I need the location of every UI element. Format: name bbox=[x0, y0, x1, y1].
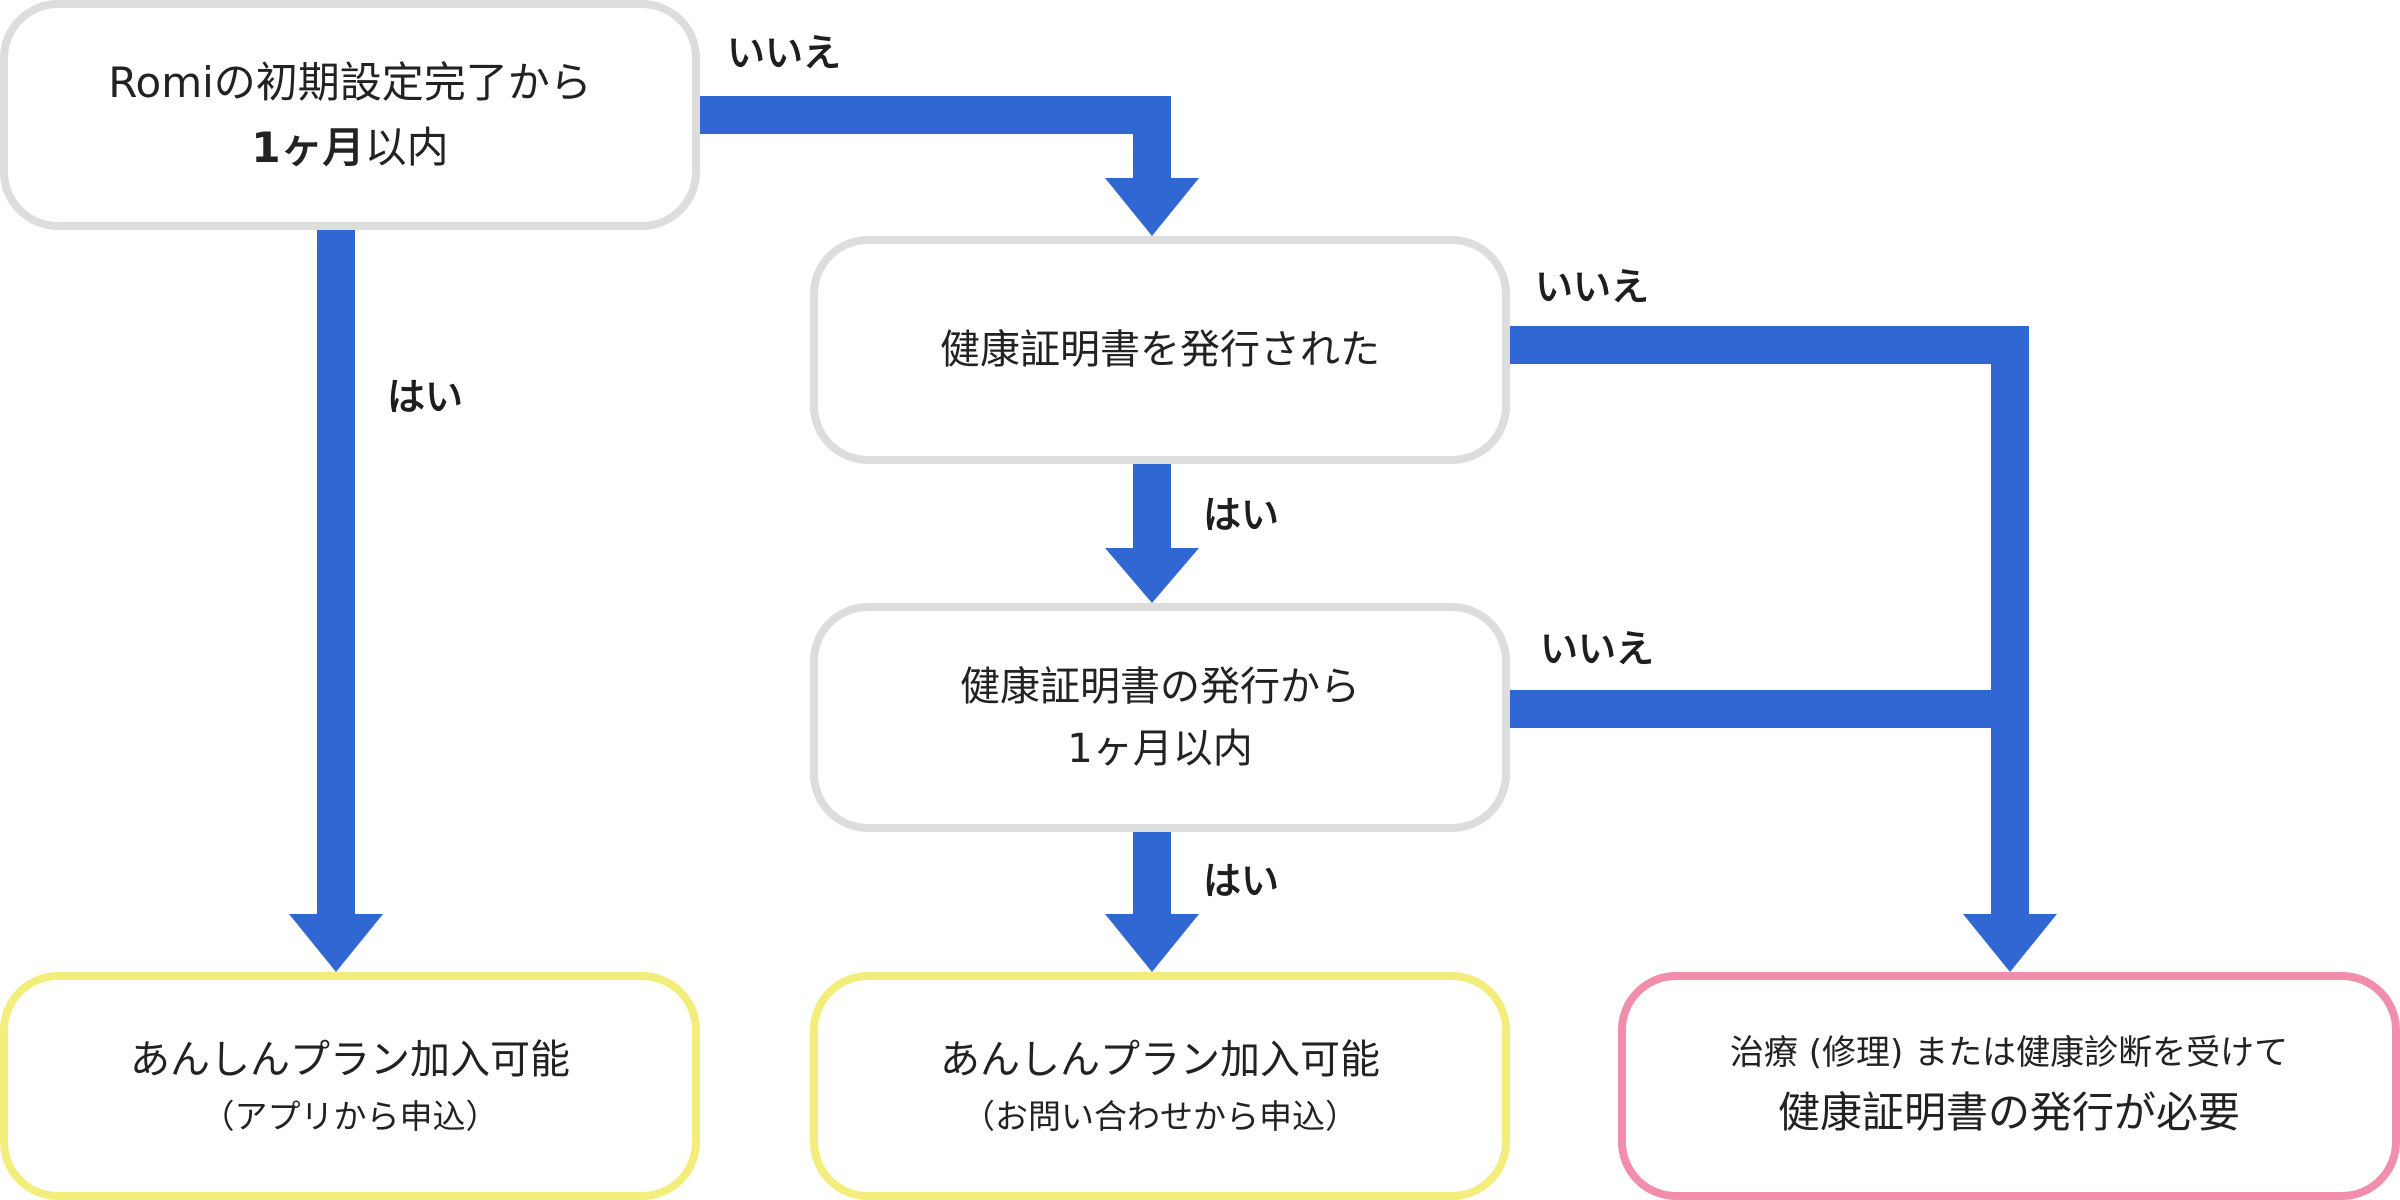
plan-app-result-box: あんしんプラン加入可能 （アプリから申込） bbox=[0, 972, 700, 1200]
label-issued-yes: はい bbox=[1203, 493, 1280, 537]
need-certificate-result-box: 治療 (修理) または健康診断を受けて 健康証明書の発行が必要 bbox=[1618, 972, 2400, 1200]
need-certificate-line2: 健康証明書の発行が必要 bbox=[1777, 1087, 2240, 1137]
start-decision-box: Romiの初期設定完了から 1ヶ月以内 bbox=[0, 0, 700, 230]
start-decision-line2: 1ヶ月以内 bbox=[251, 115, 448, 180]
within-month-line2: 1ヶ月以内 bbox=[1067, 725, 1253, 772]
label-month-no: いいえ bbox=[1540, 627, 1655, 671]
arrow-issued-to-month bbox=[1105, 464, 1199, 603]
certificate-issued-line1: 健康証明書を発行された bbox=[940, 327, 1380, 373]
plan-app-line2: （アプリから申込） bbox=[201, 1097, 499, 1137]
arrow-start-to-issued bbox=[698, 96, 1199, 236]
plan-inquiry-line2: （お問い合わせから申込） bbox=[962, 1097, 1358, 1137]
arrow-issued-to-need-certificate bbox=[1508, 326, 2057, 972]
arrow-month-to-need-certificate bbox=[1508, 690, 2008, 728]
arrow-month-to-plan-inquiry bbox=[1105, 832, 1199, 972]
within-month-line1: 健康証明書の発行から bbox=[960, 663, 1360, 710]
certificate-issued-decision-box: 健康証明書を発行された bbox=[810, 236, 1510, 464]
label-start-no: いいえ bbox=[727, 31, 842, 75]
label-start-yes: はい bbox=[387, 375, 464, 419]
label-issued-no: いいえ bbox=[1535, 265, 1650, 309]
start-decision-line1: Romiの初期設定完了から bbox=[108, 57, 592, 107]
start-decision-within: 以内 bbox=[364, 123, 449, 172]
start-decision-duration: 1ヶ月 bbox=[251, 123, 365, 172]
label-month-yes: はい bbox=[1203, 859, 1280, 903]
arrow-start-to-plan-app bbox=[289, 230, 383, 972]
need-certificate-line1: 治療 (修理) または健康診断を受けて bbox=[1729, 1033, 2289, 1074]
plan-app-line1: あんしんプラン加入可能 bbox=[130, 1037, 570, 1084]
plan-inquiry-result-box: あんしんプラン加入可能 （お問い合わせから申込） bbox=[810, 972, 1510, 1200]
within-month-decision-box: 健康証明書の発行から 1ヶ月以内 bbox=[810, 603, 1510, 832]
plan-inquiry-line1: あんしんプラン加入可能 bbox=[940, 1037, 1380, 1084]
